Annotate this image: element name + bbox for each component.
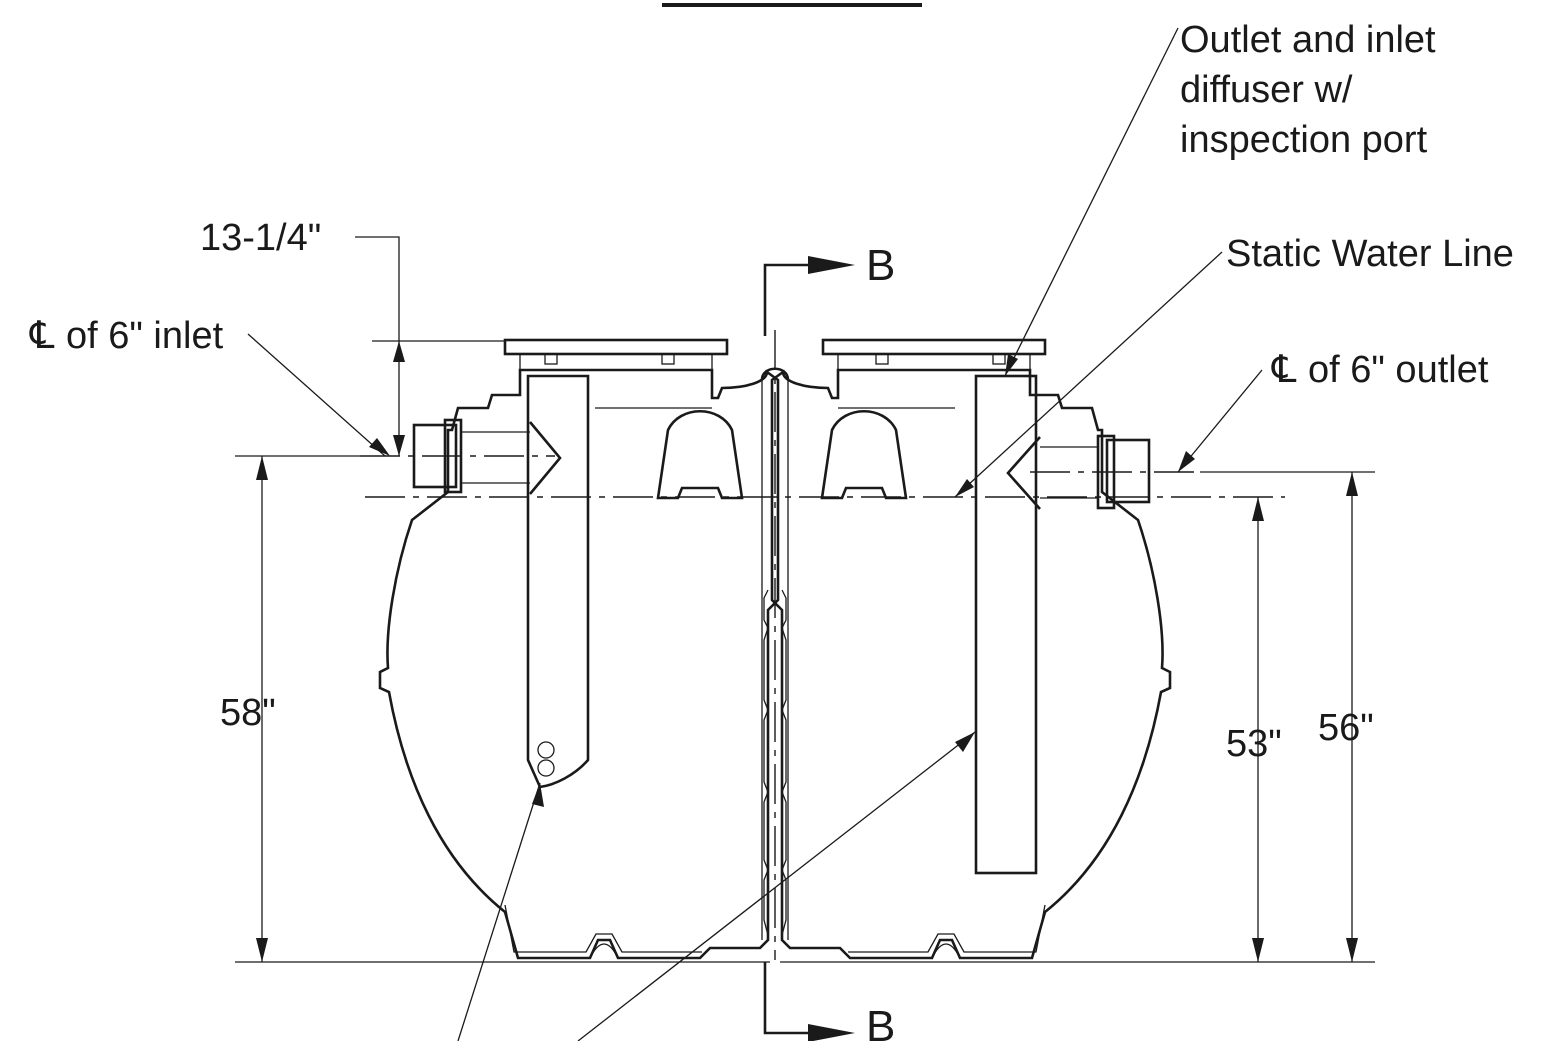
outlet-cl-symbol: ℄ bbox=[1271, 349, 1297, 391]
dim-53 bbox=[780, 497, 1375, 963]
dim-56 bbox=[1200, 471, 1375, 962]
outlet-diffuser-tube bbox=[974, 374, 1038, 875]
outlet-diffuser-label-line3: inspection port bbox=[1180, 119, 1428, 161]
inlet-cl-label: of 6" inlet bbox=[66, 315, 224, 357]
left-lid bbox=[503, 338, 729, 409]
outlet-diffuser-label-line2: diffuser w/ bbox=[1180, 69, 1353, 111]
dim-13-1-4 bbox=[355, 236, 505, 456]
section-mark-bottom: B bbox=[763, 962, 895, 1041]
inlet-pipe bbox=[412, 418, 562, 495]
left-arch-insert bbox=[656, 409, 744, 500]
right-lid bbox=[821, 338, 1047, 409]
section-b-top-label: B bbox=[866, 241, 895, 290]
dim-56-label: 56" bbox=[1318, 707, 1374, 749]
dim-58-label: 58" bbox=[220, 692, 276, 734]
inlet-diffuser-tube bbox=[526, 374, 590, 789]
right-arch-insert bbox=[820, 409, 908, 500]
static-water-line-label: Static Water Line bbox=[1226, 233, 1514, 275]
dim-13-1-4-label: 13-1/4" bbox=[200, 217, 321, 259]
outlet-diffuser-label-line1: Outlet and inlet bbox=[1180, 19, 1436, 61]
tank-body bbox=[378, 367, 1172, 960]
section-b-bottom-label: B bbox=[866, 1002, 895, 1041]
inlet-cl-symbol: ℄ bbox=[29, 315, 55, 357]
outlet-cl-label: of 6" outlet bbox=[1308, 349, 1489, 391]
leaders bbox=[247, 27, 1263, 1041]
section-mark-top: B bbox=[763, 241, 895, 336]
dim-58 bbox=[235, 455, 770, 963]
dim-53-label: 53" bbox=[1226, 723, 1282, 765]
